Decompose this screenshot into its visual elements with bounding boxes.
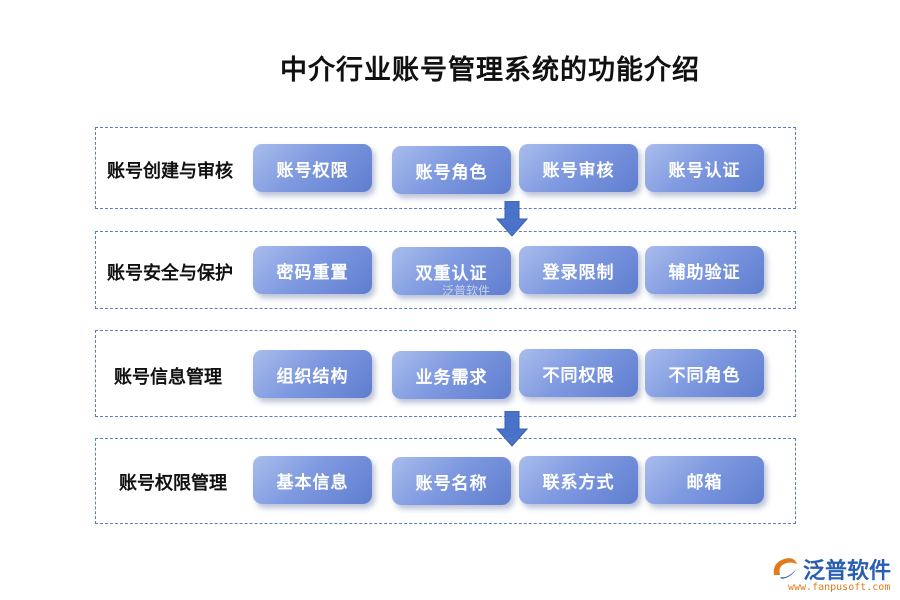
item-button[interactable]: 登录限制: [519, 246, 638, 294]
section-account-permission: [95, 438, 796, 524]
item-button[interactable]: 基本信息: [253, 456, 372, 504]
page-title: 中介行业账号管理系统的功能介绍: [280, 55, 700, 86]
item-button[interactable]: 不同角色: [645, 349, 764, 397]
item-button[interactable]: 组织结构: [253, 350, 372, 398]
section-label: 账号安全与保护: [107, 263, 233, 284]
logo-url: www.fanpusoft.com: [788, 582, 891, 593]
arrow-down-icon: [496, 201, 528, 237]
logo-mark-icon: [773, 558, 797, 579]
item-button[interactable]: 双重认证: [392, 247, 511, 295]
section-label: 账号权限管理: [119, 473, 227, 494]
item-button[interactable]: 业务需求: [392, 351, 511, 399]
item-button[interactable]: 账号认证: [645, 144, 764, 192]
item-button[interactable]: 账号权限: [253, 144, 372, 192]
item-button[interactable]: 密码重置: [253, 246, 372, 294]
arrow-down-icon: [496, 411, 528, 447]
item-button[interactable]: 联系方式: [519, 456, 638, 504]
section-account-info: [95, 330, 796, 417]
item-button[interactable]: 账号审核: [519, 144, 638, 192]
logo-name: 泛普软件: [803, 559, 892, 584]
section-account-creation: [95, 127, 796, 209]
item-button[interactable]: 邮箱: [645, 456, 764, 504]
watermark-text: 泛普软件: [442, 284, 491, 298]
brand-logo: 泛普软件 www.fanpusoft.com: [770, 553, 894, 597]
section-account-security: [95, 231, 796, 309]
section-label: 账号创建与审核: [107, 161, 233, 182]
item-button[interactable]: 账号名称: [392, 457, 511, 505]
item-button[interactable]: 辅助验证: [645, 246, 764, 294]
section-label: 账号信息管理: [114, 367, 222, 388]
item-button[interactable]: 不同权限: [519, 349, 638, 397]
item-button[interactable]: 账号角色: [392, 146, 511, 194]
